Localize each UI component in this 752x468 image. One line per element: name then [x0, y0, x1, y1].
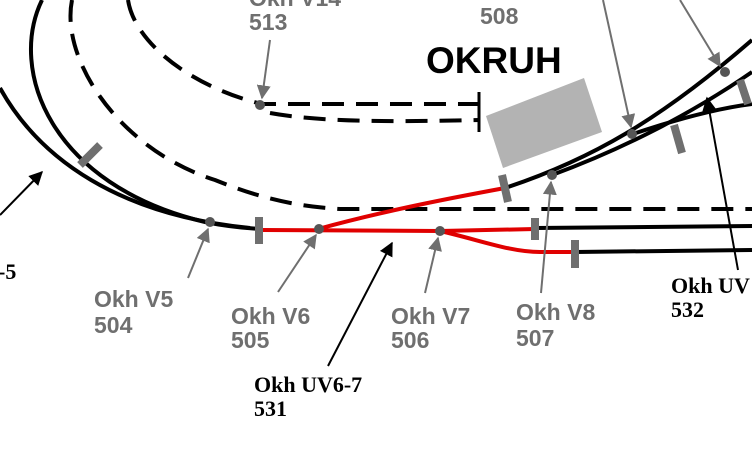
main-track-branch — [551, 70, 752, 177]
pointer-arrow-v14 — [256, 39, 271, 100]
label-v7-name: Okh V7 — [391, 303, 470, 329]
pointer-arrow-v7 — [424, 236, 442, 294]
station-block — [486, 78, 602, 168]
label-v8-num: 507 — [516, 325, 554, 351]
track-right-2 — [574, 248, 752, 254]
diagram-title: OKRUH — [426, 40, 562, 81]
label-v5-name: Okh V5 — [94, 286, 173, 312]
label-left-partial: -5 — [0, 259, 16, 284]
insulation-mark — [670, 123, 686, 155]
pointer-arrow-left — [0, 170, 43, 216]
label-uv-right-num: 532 — [671, 297, 704, 322]
loop-track-dashed-upper — [126, 0, 480, 106]
switch-dot-v7 — [435, 226, 445, 236]
label-uv-right-name: Okh UV — [671, 273, 750, 298]
pointer-arrow-right — [679, 0, 721, 68]
loop-track-inner — [28, 0, 263, 231]
label-v5-num: 504 — [94, 312, 133, 338]
switch-dot-v6 — [314, 224, 324, 234]
switch-dot-v9 — [627, 129, 637, 139]
label-uv67-name: Okh UV6-7 — [254, 372, 362, 397]
pointer-arrow-uv67 — [327, 241, 393, 367]
route-red-branch — [439, 229, 575, 254]
route-red-lower — [261, 227, 536, 234]
pointer-arrow-v6 — [277, 233, 317, 293]
pointer-arrow-v5 — [187, 227, 210, 279]
loop-track-outer — [0, 87, 251, 230]
label-v6-num: 505 — [231, 327, 270, 353]
route-red-upper — [317, 186, 506, 231]
switch-dot-right — [720, 67, 730, 77]
label-v14-num: 513 — [249, 9, 287, 35]
loop-track-dashed-lower — [68, 0, 752, 211]
track-right-1 — [534, 224, 752, 230]
dashed-siding — [269, 111, 481, 124]
insulation-mark — [498, 174, 512, 203]
label-v8-name: Okh V8 — [516, 299, 595, 325]
label-v9-num: 508 — [480, 3, 519, 29]
switch-dot-v8 — [547, 170, 557, 180]
switch-dot-v5 — [205, 217, 215, 227]
pointer-arrow-uv-right — [702, 96, 739, 271]
switch-dot-v14 — [255, 100, 265, 110]
label-v7-num: 506 — [391, 327, 429, 353]
main-track-upper — [504, 38, 752, 190]
main-track-branch-2 — [629, 102, 752, 137]
pointer-arrow-v9 — [602, 0, 636, 129]
label-v14-name: Okh V14 — [249, 0, 341, 11]
pointer-arrow-v8 — [540, 180, 557, 294]
label-v6-name: Okh V6 — [231, 303, 310, 329]
insulation-mark — [736, 78, 752, 106]
insulation-mark — [77, 142, 103, 168]
label-uv67-num: 531 — [254, 396, 287, 421]
